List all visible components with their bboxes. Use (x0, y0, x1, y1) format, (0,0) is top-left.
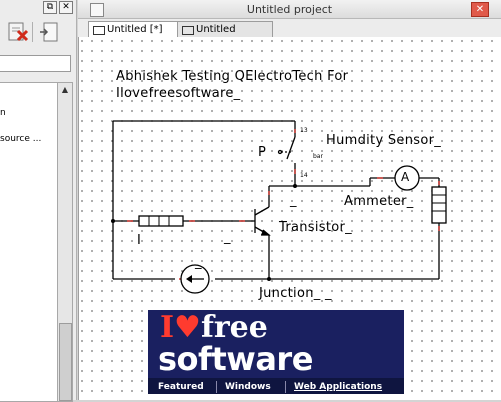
junction-dot[interactable] (267, 277, 271, 281)
tab-label: Untitled (196, 24, 236, 35)
circuit-schematic[interactable] (79, 37, 501, 400)
new-element-icon[interactable] (38, 20, 62, 44)
terminal-14-label: 14 (300, 172, 308, 179)
sensor-prefix-label[interactable]: P (258, 145, 267, 160)
logo-love-text: I♥free (160, 310, 268, 345)
ammeter[interactable] (394, 165, 420, 191)
current-source[interactable] (180, 264, 210, 294)
junction-dot[interactable] (293, 184, 297, 188)
logo-link-featured[interactable]: Featured (158, 382, 204, 392)
window-title: Untitled project (246, 3, 333, 16)
ammeter-symbol: A (401, 170, 410, 184)
diagram-title-line-2[interactable]: Ilovefreesoftware_ (116, 86, 241, 101)
close-window-button[interactable]: ✕ (471, 2, 489, 17)
transistor-label[interactable]: Transistor_ (279, 220, 352, 235)
terminal-13-label: 13 (300, 127, 308, 134)
battery-cell[interactable] (431, 186, 447, 224)
logo-separator (216, 381, 217, 393)
left-dock-panel: ⧉ ✕ n source ... ▲ (0, 0, 77, 402)
window-titlebar: Untitled project ✕ (78, 0, 501, 19)
transistor[interactable] (254, 206, 271, 236)
junction-label[interactable]: Junction_ _ (259, 286, 332, 301)
resistor-ref-label[interactable]: I (137, 233, 142, 248)
project-icon (90, 3, 104, 17)
junction-dot[interactable] (111, 219, 115, 223)
scrollbar-thumb[interactable] (59, 323, 72, 401)
logo-separator (285, 381, 286, 393)
close-panel-button[interactable]: ✕ (59, 1, 73, 14)
tree-item[interactable]: n (0, 108, 6, 118)
logo-software-text: software (158, 340, 313, 378)
humidity-sensor-switch[interactable] (277, 136, 296, 160)
float-panel-button[interactable]: ⧉ (43, 1, 57, 14)
logo-link-windows[interactable]: Windows (225, 382, 271, 392)
left-toolbar (0, 16, 76, 50)
bar-label: bar (313, 153, 323, 160)
ammeter-label[interactable]: Ammeter_ (344, 194, 414, 209)
resistor[interactable] (138, 215, 184, 227)
element-tree: n source ... (0, 82, 58, 402)
diagram-canvas[interactable]: Abhishek Testing QElectroTech For Ilovef… (78, 37, 501, 400)
diagram-title-line-1[interactable]: Abhishek Testing QElectroTech For (116, 69, 349, 84)
scroll-up-arrow-icon[interactable]: ▲ (61, 85, 69, 94)
toolbar-separator (32, 22, 33, 42)
diagram-icon (93, 26, 105, 35)
logo-nav-bar: Featured Windows Web Applications (148, 378, 404, 394)
tree-item[interactable]: source ... (0, 134, 42, 144)
resistor-value-label[interactable]: _ (224, 230, 231, 245)
humidity-sensor-label[interactable]: Humdity Sensor_ (326, 133, 442, 148)
tab-untitled-modified[interactable]: Untitled [*] (88, 21, 180, 38)
tab-untitled[interactable]: Untitled (177, 21, 273, 37)
source-label[interactable]: _ (195, 255, 202, 270)
delete-element-icon[interactable] (6, 20, 30, 44)
tree-scrollbar[interactable]: ▲ (57, 82, 73, 402)
tab-label: Untitled [*] (107, 24, 163, 35)
logo-link-web-applications[interactable]: Web Applications (294, 382, 383, 392)
project-window: Untitled project ✕ Untitled [*] Untitled… (78, 0, 501, 400)
diagram-tabbar: Untitled [*] Untitled (78, 19, 501, 38)
filter-input[interactable] (0, 55, 71, 72)
diagram-icon (182, 26, 194, 35)
ilovefreesoftware-logo[interactable]: I♥free software Featured Windows Web App… (148, 310, 404, 394)
transistor-ref-label[interactable]: _ (290, 193, 297, 208)
